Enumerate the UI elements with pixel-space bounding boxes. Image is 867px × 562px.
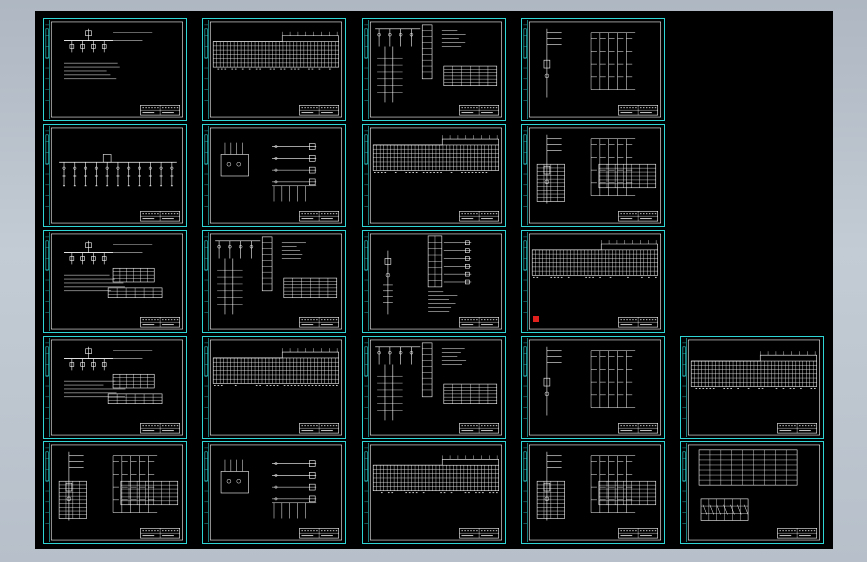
sheet-drawing (523, 19, 661, 120)
sheet-drawing (523, 337, 661, 438)
drawing-sheet-r2c2[interactable] (202, 124, 346, 227)
sheet-drawing (364, 19, 502, 120)
drawing-sheet-r2c4[interactable] (521, 124, 665, 227)
drawing-sheet-r1c3[interactable] (362, 18, 506, 121)
drawing-sheet-r4c2[interactable] (202, 336, 346, 439)
sheet-drawing (523, 125, 661, 226)
sheet-drawing (364, 442, 502, 543)
drawing-sheet-r3c3[interactable] (362, 230, 506, 333)
sheet-drawing (364, 125, 502, 226)
sheet-drawing (682, 337, 820, 438)
drawing-canvas[interactable] (35, 11, 833, 549)
sheet-drawing (45, 19, 183, 120)
sheet-drawing (45, 442, 183, 543)
drawing-sheet-r5c5[interactable] (680, 441, 824, 544)
sheet-drawing (45, 231, 183, 332)
sheet-drawing (204, 231, 342, 332)
sheet-drawing (204, 337, 342, 438)
drawing-sheet-r5c4[interactable] (521, 441, 665, 544)
drawing-sheet-r5c3[interactable] (362, 441, 506, 544)
sheet-drawing (523, 442, 661, 543)
drawing-sheet-r4c5[interactable] (680, 336, 824, 439)
drawing-sheet-r2c3[interactable] (362, 124, 506, 227)
drawing-sheet-r1c4[interactable] (521, 18, 665, 121)
sheet-drawing (204, 125, 342, 226)
sheet-drawing (204, 442, 342, 543)
drawing-sheet-r1c1[interactable] (43, 18, 187, 121)
drawing-sheet-r3c1[interactable] (43, 230, 187, 333)
drawing-sheet-r2c1[interactable] (43, 124, 187, 227)
drawing-sheet-r1c2[interactable] (202, 18, 346, 121)
drawing-sheet-r4c1[interactable] (43, 336, 187, 439)
sheet-drawing (45, 125, 183, 226)
sheet-drawing (45, 337, 183, 438)
selection-marker[interactable] (533, 316, 539, 322)
sheet-drawing (682, 442, 820, 543)
sheet-drawing (523, 231, 661, 332)
drawing-sheet-r5c1[interactable] (43, 441, 187, 544)
drawing-sheet-r5c2[interactable] (202, 441, 346, 544)
sheet-drawing (204, 19, 342, 120)
drawing-sheet-r4c4[interactable] (521, 336, 665, 439)
drawing-sheet-r4c3[interactable] (362, 336, 506, 439)
drawing-sheet-r3c2[interactable] (202, 230, 346, 333)
sheet-drawing (364, 231, 502, 332)
sheet-drawing (364, 337, 502, 438)
drawing-sheet-r3c4[interactable] (521, 230, 665, 333)
